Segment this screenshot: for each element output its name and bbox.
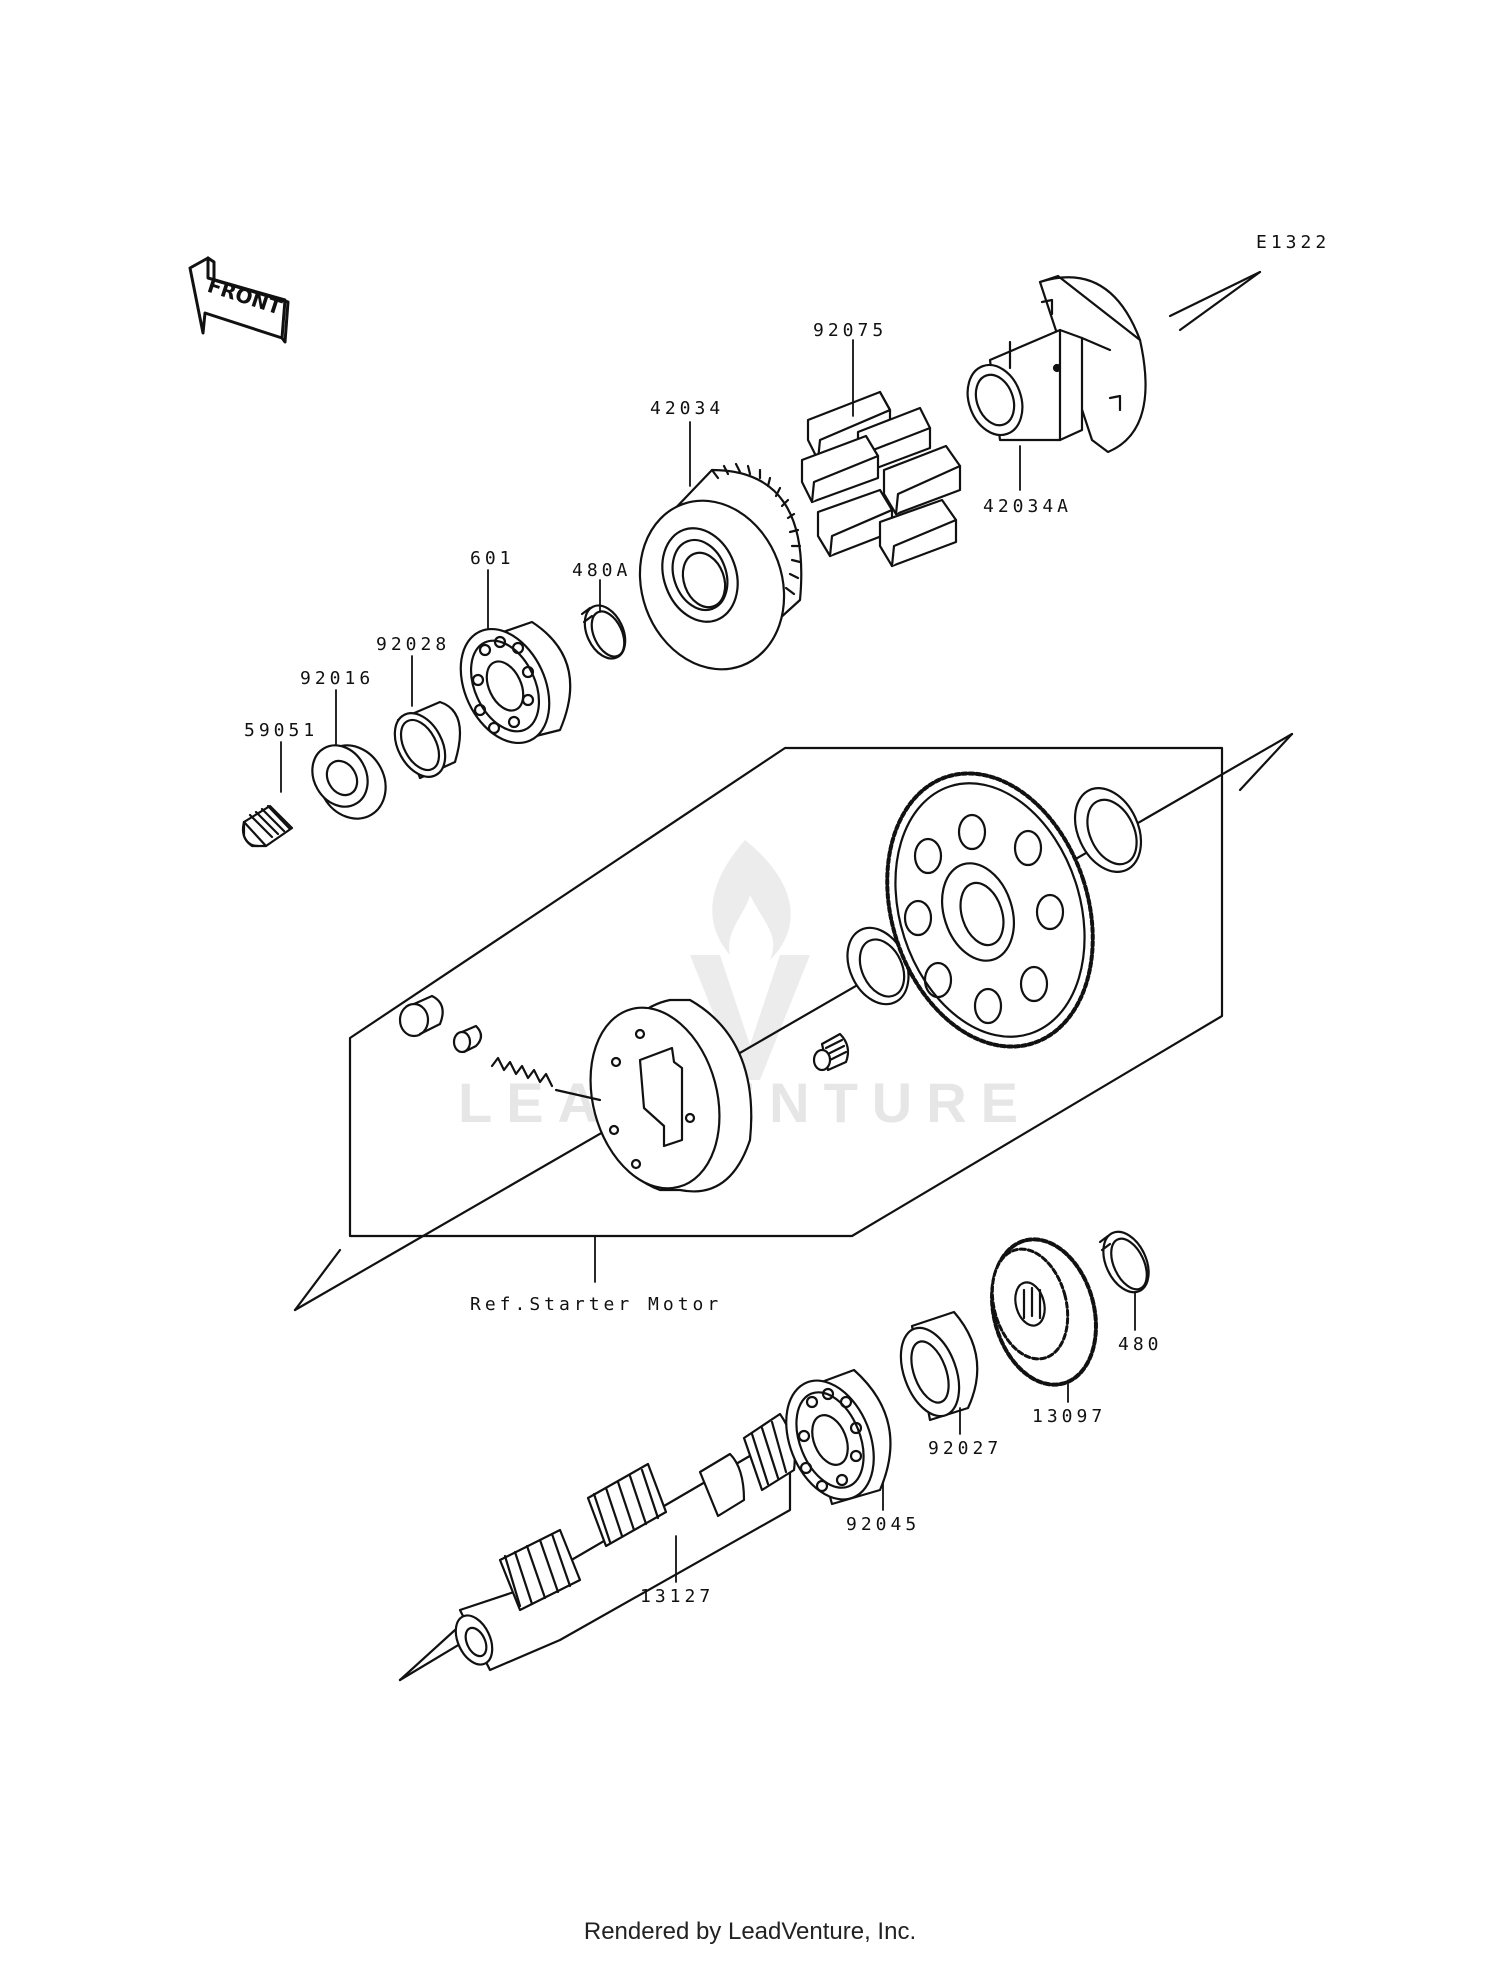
label-59051: 59051 <box>244 720 318 741</box>
label-480: 480 <box>1118 1334 1163 1355</box>
front-arrow-icon: FRONT <box>188 256 290 344</box>
leader-lines <box>280 339 1136 1583</box>
ref-note: Ref.Starter Motor <box>470 1294 722 1315</box>
part-42034A-clutch-hub <box>966 274 1147 454</box>
axis-arrow-middle-a <box>293 1248 342 1312</box>
part-labels: E1322 92075 42034 42034A 480A 601 92028 … <box>244 232 1330 1607</box>
label-480A: 480A <box>572 560 631 581</box>
part-roller <box>398 994 444 1038</box>
part-92016-nut <box>311 744 387 820</box>
axis-arrow-middle-b <box>1238 732 1294 792</box>
part-spring <box>490 1056 554 1088</box>
footer-credit: Rendered by LeadVenture, Inc. <box>583 1918 917 1945</box>
diagram-code: E1322 <box>1256 232 1330 253</box>
axis-line-middle <box>293 732 1294 1312</box>
part-starter-gear <box>885 771 1095 1049</box>
part-13097-gear <box>990 1237 1098 1387</box>
part-42034-clutch-gear <box>638 462 803 671</box>
label-13127: 13127 <box>640 1586 714 1607</box>
part-washer-middle <box>846 926 910 1006</box>
label-92016: 92016 <box>300 668 374 689</box>
part-92045-bearing <box>785 1368 892 1506</box>
part-spring-cap <box>452 1024 483 1054</box>
part-480-circlip <box>1098 1230 1150 1294</box>
part-oneway-clutch <box>554 998 753 1193</box>
label-92028: 92028 <box>376 634 450 655</box>
part-92027-collar <box>899 1310 979 1422</box>
part-59051-spline-pin <box>241 804 294 848</box>
part-601-bearing <box>459 620 572 745</box>
ref-box <box>348 746 1224 1238</box>
part-92075-rollers <box>800 390 962 568</box>
part-bolt <box>812 1032 850 1072</box>
label-13097: 13097 <box>1032 1406 1106 1427</box>
part-13127-shaft <box>454 1412 796 1672</box>
label-92045: 92045 <box>846 1514 920 1535</box>
axis-arrow-top <box>1178 270 1262 332</box>
axis-arrow-bottom <box>398 1628 457 1682</box>
part-washer-back <box>1073 787 1143 873</box>
label-92027: 92027 <box>928 1438 1002 1459</box>
label-42034A: 42034A <box>983 496 1072 517</box>
label-92075: 92075 <box>813 320 887 341</box>
part-480A-circlip <box>580 604 627 660</box>
label-601: 601 <box>470 548 515 569</box>
part-92028-collar <box>393 700 462 780</box>
label-42034: 42034 <box>650 398 724 419</box>
axis-line-top <box>1168 270 1262 318</box>
